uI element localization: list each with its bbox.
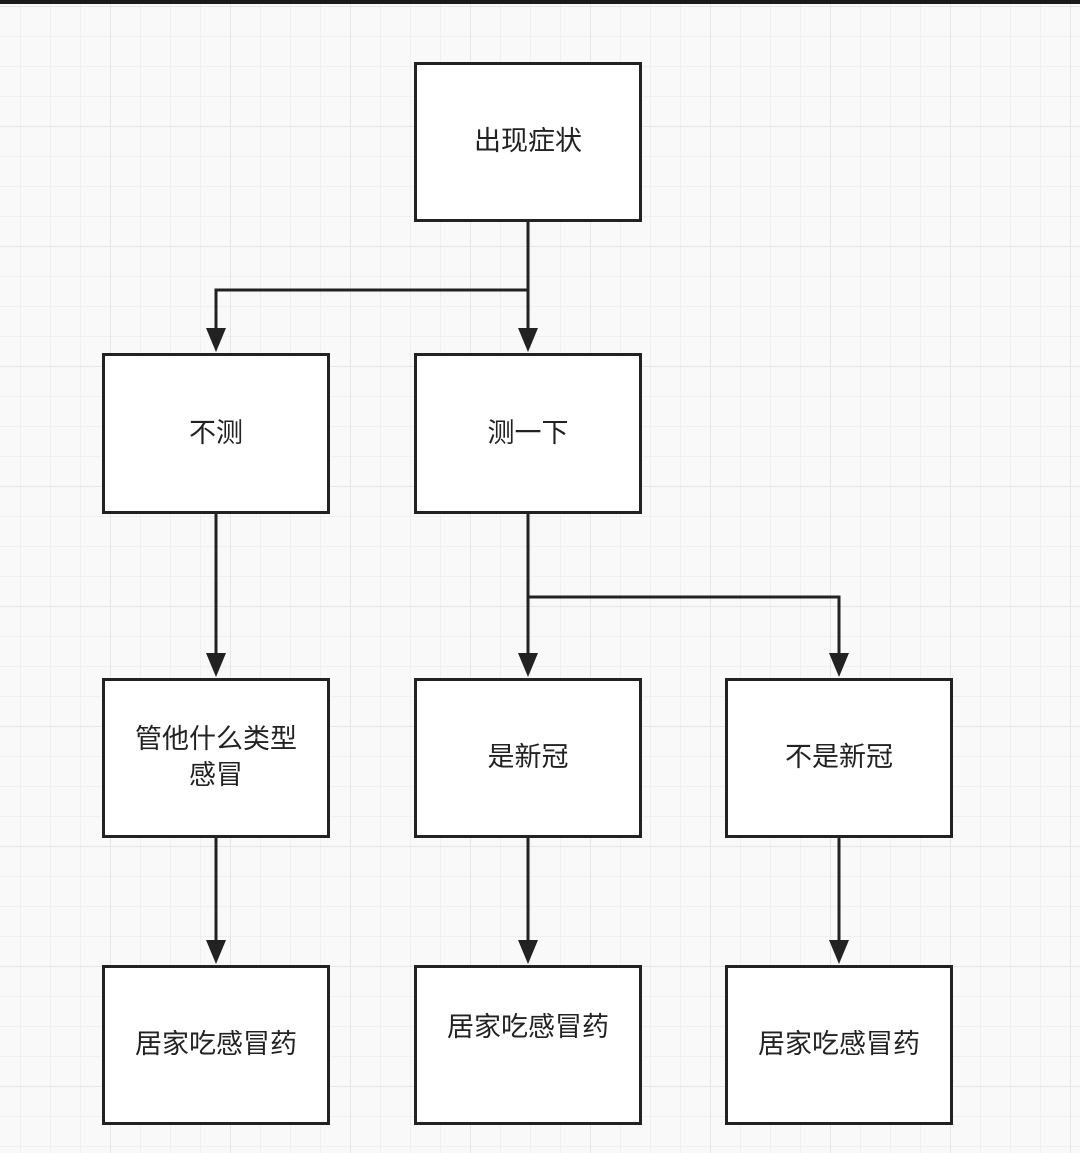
arrowhead xyxy=(518,328,538,352)
node-home-meds-1: 居家吃感冒药 xyxy=(102,965,330,1125)
node-label: 不是新冠 xyxy=(785,742,893,773)
arrowhead xyxy=(829,653,849,677)
node-label: 出现症状 xyxy=(474,126,582,157)
node-test: 测一下 xyxy=(414,353,642,514)
arrowhead xyxy=(518,653,538,677)
node-home-meds-3: 居家吃感冒药 xyxy=(725,965,953,1125)
node-symptoms: 出现症状 xyxy=(414,62,642,222)
arrowhead xyxy=(206,653,226,677)
node-label: 测一下 xyxy=(487,417,569,449)
node-not-covid: 不是新冠 xyxy=(725,678,953,838)
edge-symptoms-to-no-test xyxy=(214,222,530,330)
arrowhead xyxy=(829,940,849,964)
node-label: 居家吃感冒药 xyxy=(135,1029,297,1060)
arrowhead xyxy=(206,940,226,964)
arrowhead xyxy=(518,940,538,964)
node-home-meds-2: 居家吃感冒药 xyxy=(414,965,642,1125)
node-label: 居家吃感冒药 xyxy=(447,1012,609,1043)
arrowhead xyxy=(206,328,226,352)
node-label: 居家吃感冒药 xyxy=(758,1029,920,1060)
top-border-strip xyxy=(0,0,1080,4)
node-no-test: 不测 xyxy=(102,353,330,514)
node-label: 不测 xyxy=(189,417,243,449)
node-label: 管他什么类型 感冒 xyxy=(135,724,297,791)
node-label: 是新冠 xyxy=(487,742,569,773)
node-is-covid: 是新冠 xyxy=(414,678,642,838)
edge-test-to-not-covid xyxy=(528,595,841,655)
node-any-cold: 管他什么类型 感冒 xyxy=(102,678,330,838)
